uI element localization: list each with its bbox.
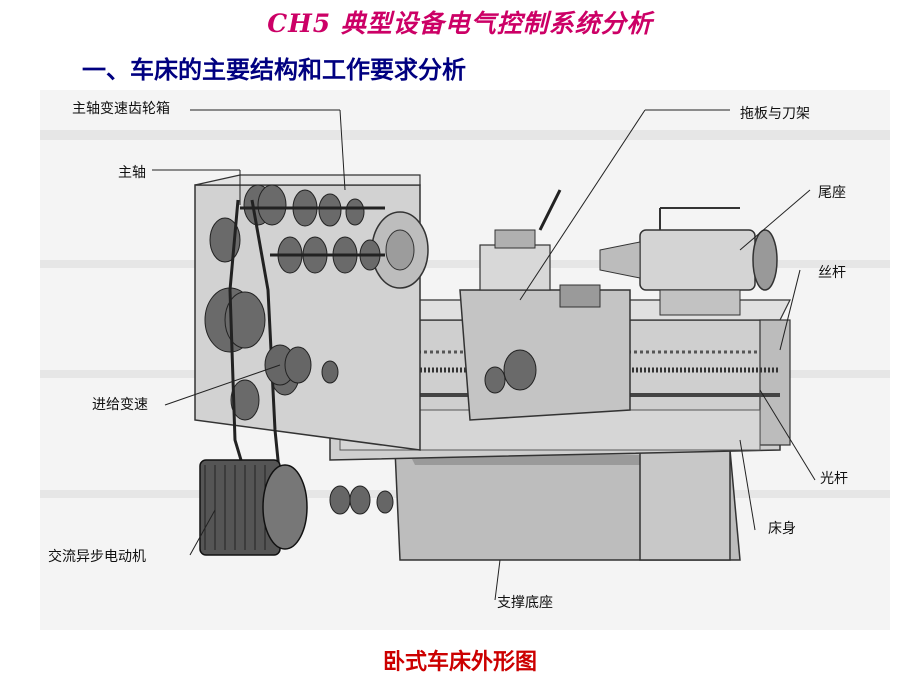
feed-gears bbox=[264, 344, 394, 515]
label-feed-box: 进给变速 bbox=[92, 397, 148, 413]
motor-shape bbox=[199, 459, 308, 556]
label-leadscrew: 丝杆 bbox=[818, 265, 846, 281]
label-base: 支撑底座 bbox=[497, 595, 553, 611]
label-bed: 床身 bbox=[768, 521, 796, 537]
label-spindle-gearbox: 主轴变速齿轮箱 bbox=[72, 101, 170, 117]
label-carriage: 拖板与刀架 bbox=[740, 106, 810, 122]
base-shape bbox=[394, 449, 741, 561]
label-tailstock: 尾座 bbox=[818, 185, 846, 201]
slide-title: CH5 典型设备电气控制系统分析 bbox=[267, 9, 653, 38]
tailstock-shape bbox=[599, 207, 778, 316]
slide-subtitle: 一、车床的主要结构和工作要求分析 bbox=[82, 56, 466, 84]
carriage-shape bbox=[459, 189, 631, 421]
figure-caption: 卧式车床外形图 bbox=[382, 650, 537, 675]
label-feed-rod: 光杆 bbox=[820, 471, 848, 487]
lathe-diagram bbox=[40, 90, 890, 630]
label-spindle: 主轴 bbox=[118, 165, 146, 181]
label-motor: 交流异步电动机 bbox=[48, 549, 146, 565]
